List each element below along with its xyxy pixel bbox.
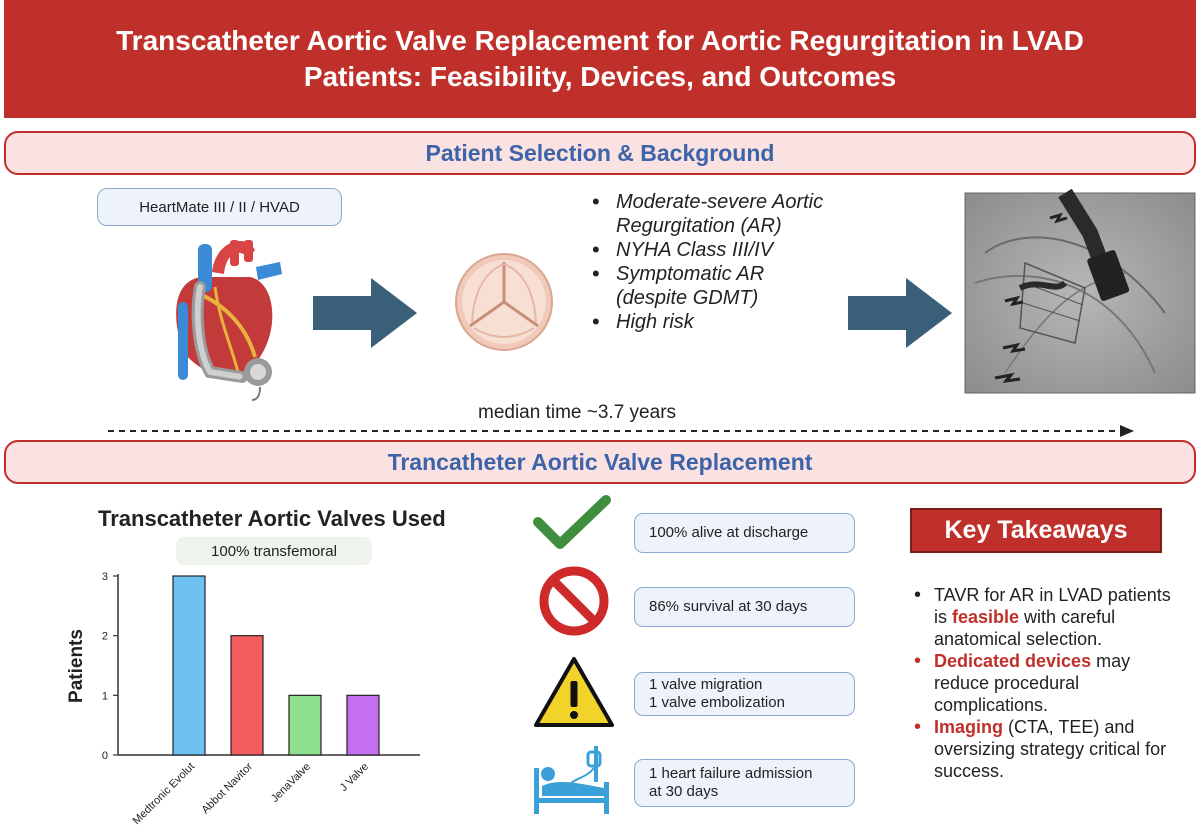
bar-abbot-navitor bbox=[230, 635, 264, 756]
aortic-valve-icon bbox=[455, 253, 553, 351]
y-tick-label: 0 bbox=[102, 750, 108, 762]
criteria-item: High risk bbox=[588, 310, 838, 334]
title-line-1: Transcatheter Aortic Valve Replacement f… bbox=[116, 25, 1084, 56]
heart-lvad-icon bbox=[176, 240, 282, 401]
outcome-text: 1 valve embolization bbox=[649, 694, 785, 711]
key-takeaways-title: Key Takeaways bbox=[944, 516, 1128, 544]
device-label-pill: HeartMate III / II / HVAD bbox=[97, 188, 342, 226]
key-takeaways-list: TAVR for AR in LVAD patients is feasible… bbox=[912, 584, 1182, 782]
section-header-tavr: Trancatheter Aortic Valve Replacement bbox=[4, 440, 1196, 484]
outcome-text: 1 heart failure admission bbox=[649, 765, 813, 782]
outcome-text: 1 valve migration bbox=[649, 676, 763, 693]
chart-title: Transcatheter Aortic Valves Used bbox=[98, 506, 446, 531]
title-line-2: Patients: Feasibility, Devices, and Outc… bbox=[303, 61, 897, 92]
outcome-text: 86% survival at 30 days bbox=[649, 598, 808, 615]
chart-subtitle-badge: 100% transfemoral bbox=[176, 537, 372, 565]
outcome-survival-30-days: 86% survival at 30 days bbox=[634, 587, 855, 627]
criteria-item: Symptomatic AR (despite GDMT) bbox=[588, 262, 838, 310]
x-tick-label: Abbot Navitor bbox=[200, 760, 256, 816]
takeaway-item: Imaging (CTA, TEE) and oversizing strate… bbox=[912, 716, 1182, 782]
arrow-right-icon bbox=[848, 278, 952, 348]
selection-criteria-list: Moderate-severe Aortic Regurgitation (AR… bbox=[588, 190, 838, 334]
key-takeaways-header: Key Takeaways bbox=[910, 508, 1162, 553]
takeaway-item: Dedicated devices may reduce procedural … bbox=[912, 650, 1182, 716]
bar-medtronic-evolut bbox=[172, 575, 206, 756]
outcome-text: 100% alive at discharge bbox=[649, 524, 809, 541]
bar-jenavalve bbox=[288, 694, 322, 756]
prohibited-icon bbox=[539, 566, 609, 636]
y-tick-label: 3 bbox=[102, 571, 108, 583]
outcome-hf-admission: 1 heart failure admission at 30 days bbox=[634, 759, 855, 807]
arrow-right-icon bbox=[313, 278, 417, 348]
criteria-item: Moderate-severe Aortic Regurgitation (AR… bbox=[588, 190, 838, 238]
criteria-item: NYHA Class III/IV bbox=[588, 238, 838, 262]
y-axis-label: Patients bbox=[66, 629, 87, 703]
section-header-patient-selection: Patient Selection & Background bbox=[4, 131, 1196, 175]
hospital-bed-icon bbox=[534, 746, 609, 814]
outcome-alive-discharge: 100% alive at discharge bbox=[634, 513, 855, 553]
outcome-valve-complications: 1 valve migration 1 valve embolization bbox=[634, 672, 855, 716]
y-tick-label: 1 bbox=[102, 690, 108, 702]
takeaway-item: TAVR for AR in LVAD patients is feasible… bbox=[912, 584, 1182, 650]
x-tick-label: J Valve bbox=[338, 761, 371, 794]
timeline-arrow bbox=[108, 425, 1134, 437]
title-banner: Transcatheter Aortic Valve Replacement f… bbox=[4, 0, 1196, 118]
bar-j-valve bbox=[346, 694, 380, 756]
x-tick-label: Medtronic Evolut bbox=[131, 761, 197, 827]
warning-icon bbox=[534, 657, 614, 727]
fluoroscopy-image bbox=[964, 188, 1196, 394]
section-heading: Trancatheter Aortic Valve Replacement bbox=[387, 448, 813, 475]
x-tick-label: JenaValve bbox=[269, 761, 313, 805]
outcome-text: at 30 days bbox=[649, 783, 719, 800]
timeline-label: median time ~3.7 years bbox=[478, 402, 677, 423]
section-heading: Patient Selection & Background bbox=[425, 139, 775, 166]
checkmark-icon bbox=[533, 495, 611, 549]
y-tick-label: 2 bbox=[102, 631, 108, 643]
